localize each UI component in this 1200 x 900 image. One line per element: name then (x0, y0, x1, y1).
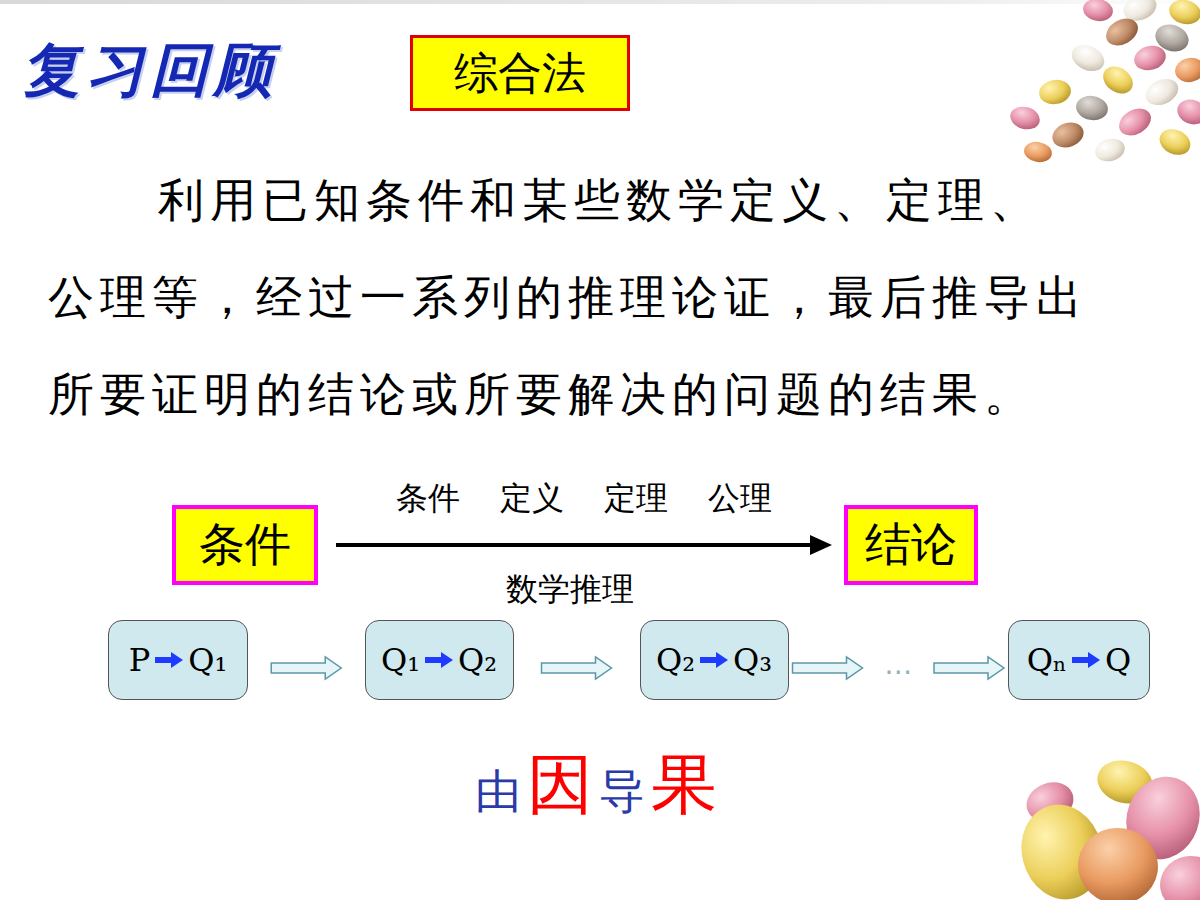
node-text: Q₂ (458, 641, 497, 679)
candy (1156, 851, 1200, 900)
slide-title: 复习回顾 (22, 32, 278, 110)
edge-label: … (884, 648, 912, 681)
candy (1101, 13, 1142, 51)
candy (1093, 135, 1128, 164)
candy (1155, 124, 1194, 159)
node-text: 综合法 (454, 44, 586, 103)
candy (1174, 96, 1200, 129)
implies-arrow-shape (700, 652, 728, 668)
edge-label: 条件 定义 定理 公理 (396, 477, 773, 521)
block-arrow (271, 657, 341, 679)
block-arrow (934, 657, 1004, 679)
step-arrow (542, 657, 612, 679)
implies-arrow (1072, 652, 1100, 668)
block-arrow (542, 657, 612, 679)
candy (1131, 42, 1168, 73)
step-box: P Q₁ (108, 620, 248, 700)
slogan-char: 果 (651, 740, 717, 830)
node-text: Q₂ (656, 641, 695, 679)
candy-cluster-bottom (1011, 754, 1200, 900)
implies-arrow (700, 652, 728, 668)
node-text: 条件 (199, 514, 291, 576)
candy-cluster-top (1008, 0, 1200, 165)
implies-arrow-shape (425, 652, 453, 668)
node-text: Q₃ (733, 641, 772, 679)
implies-arrow (425, 652, 453, 668)
candy (1074, 93, 1110, 122)
step-box: Qₙ Q (1008, 620, 1150, 700)
reasoning-arrow (336, 535, 832, 555)
candy (1081, 0, 1114, 23)
step-arrow (271, 657, 341, 679)
node-text: Q₁ (381, 641, 420, 679)
candy (1037, 77, 1073, 106)
body-text: 利用已知条件和某些数学定义、定理、公理等，经过一系列的推理论证，最后推导出所要证… (48, 152, 1092, 443)
arrow-shaft (336, 543, 810, 547)
candy (1049, 118, 1087, 151)
condition-box: 条件 (172, 505, 318, 585)
candy (1008, 103, 1043, 132)
block-arrow (793, 657, 863, 679)
implies-arrow-shape (1072, 652, 1100, 668)
candy (1166, 0, 1200, 28)
node-text: P (129, 641, 151, 679)
slogan: 由因导果 (475, 740, 717, 830)
implies-arrow-shape (155, 652, 183, 668)
node-text: Qₙ (1027, 641, 1067, 679)
candy (1114, 103, 1155, 141)
slogan-char: 由 (475, 761, 521, 823)
candy (1072, 822, 1164, 900)
step-box: Q₂ Q₃ (640, 620, 789, 700)
candy (1068, 40, 1109, 76)
arrow-head (810, 535, 832, 555)
node-text: Q (1105, 641, 1131, 679)
candy (1098, 61, 1138, 99)
candy (1022, 140, 1053, 165)
implies-arrow (155, 652, 183, 668)
node-text: 结论 (865, 514, 957, 576)
node-text: Q₁ (188, 641, 227, 679)
method-title-box: 综合法 (410, 35, 630, 111)
caption-text: 数学推理 (506, 568, 634, 612)
top-rule (0, 0, 1200, 4)
conclusion-box: 结论 (844, 505, 978, 585)
slogan-char: 因 (527, 740, 593, 830)
slogan-char: 导 (599, 761, 645, 823)
step-box: Q₁ Q₂ (365, 620, 514, 700)
candy (1142, 74, 1183, 110)
candy (1173, 56, 1200, 85)
